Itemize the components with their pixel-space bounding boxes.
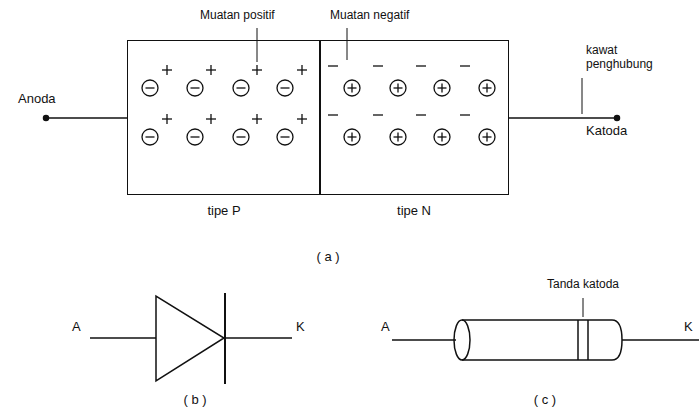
anode-lead [90, 337, 156, 339]
ion-circle [434, 80, 450, 96]
charge-sign [191, 87, 200, 88]
ion-circle [142, 80, 158, 96]
cathode-wire [509, 117, 617, 119]
region-label: tipe N [397, 203, 431, 218]
leader-line [582, 78, 583, 114]
charge-sign [146, 87, 155, 88]
ion-circle [142, 129, 158, 145]
charge-sign [146, 136, 155, 137]
charge-sign [256, 114, 257, 124]
charge-sign [351, 84, 352, 93]
figure-label: ( a ) [316, 250, 339, 265]
charge-sign [301, 65, 302, 75]
region-label: tipe P [207, 203, 240, 218]
terminal-label: A [381, 320, 390, 335]
charge-sign [441, 133, 442, 142]
charge-sign [486, 84, 487, 93]
charge-sign [191, 136, 200, 137]
figure-label: ( b ) [183, 393, 206, 408]
terminal-label: K [684, 320, 693, 335]
charge-sign [166, 65, 167, 75]
charge-sign [301, 114, 302, 124]
callout-label: Tanda katoda [547, 278, 619, 292]
ion-circle [233, 129, 249, 145]
ion-circle [434, 129, 450, 145]
diode-triangle [156, 296, 224, 381]
charge-sign [397, 133, 398, 142]
leader-line [347, 28, 348, 60]
ion-circle [390, 80, 406, 96]
terminal-label: Anoda [18, 92, 56, 107]
cathode-terminal [615, 116, 620, 121]
charge-sign [237, 87, 246, 88]
cathode-lead [622, 339, 699, 341]
charge-sign [281, 136, 290, 137]
terminal-label: Katoda [586, 124, 627, 139]
ion-circle [187, 129, 203, 145]
charge-sign [373, 65, 383, 66]
charge-sign [441, 84, 442, 93]
ion-circle [277, 80, 293, 96]
semiconductor-region: tipe N [319, 40, 509, 195]
anode-wire [46, 117, 127, 119]
terminal-label: K [296, 320, 305, 335]
leader-line [583, 298, 584, 317]
ion-circle [479, 129, 495, 145]
charge-sign [486, 133, 487, 142]
diode-end [454, 320, 470, 360]
ion-circle [344, 80, 360, 96]
diode-body [462, 320, 622, 360]
charge-sign [256, 65, 257, 75]
charge-sign [397, 84, 398, 93]
charge-sign [460, 65, 470, 66]
callout-label: Muatan negatif [330, 9, 409, 23]
ion-circle [344, 129, 360, 145]
charge-sign [416, 65, 426, 66]
leader-line [257, 28, 258, 62]
ion-circle [187, 80, 203, 96]
charge-sign [210, 65, 211, 75]
charge-sign [460, 114, 470, 115]
charge-sign [351, 133, 352, 142]
terminal-label: A [72, 320, 81, 335]
callout-label: kawat penghubung [586, 44, 666, 72]
charge-sign [373, 114, 383, 115]
charge-sign [166, 114, 167, 124]
anode-terminal [44, 116, 49, 121]
cathode-band [577, 320, 579, 360]
cathode-lead [225, 337, 292, 339]
charge-sign [237, 136, 246, 137]
charge-sign [210, 114, 211, 124]
ion-circle [479, 80, 495, 96]
anode-lead [392, 339, 456, 341]
semiconductor-region: tipe P [127, 40, 321, 195]
ion-circle [390, 129, 406, 145]
charge-sign [416, 114, 426, 115]
cathode-band [587, 320, 589, 360]
figure-label: ( c ) [534, 393, 556, 408]
charge-sign [328, 114, 338, 115]
charge-sign [328, 65, 338, 66]
ion-circle [277, 129, 293, 145]
charge-sign [281, 87, 290, 88]
callout-label: Muatan positif [200, 9, 275, 23]
ion-circle [233, 80, 249, 96]
